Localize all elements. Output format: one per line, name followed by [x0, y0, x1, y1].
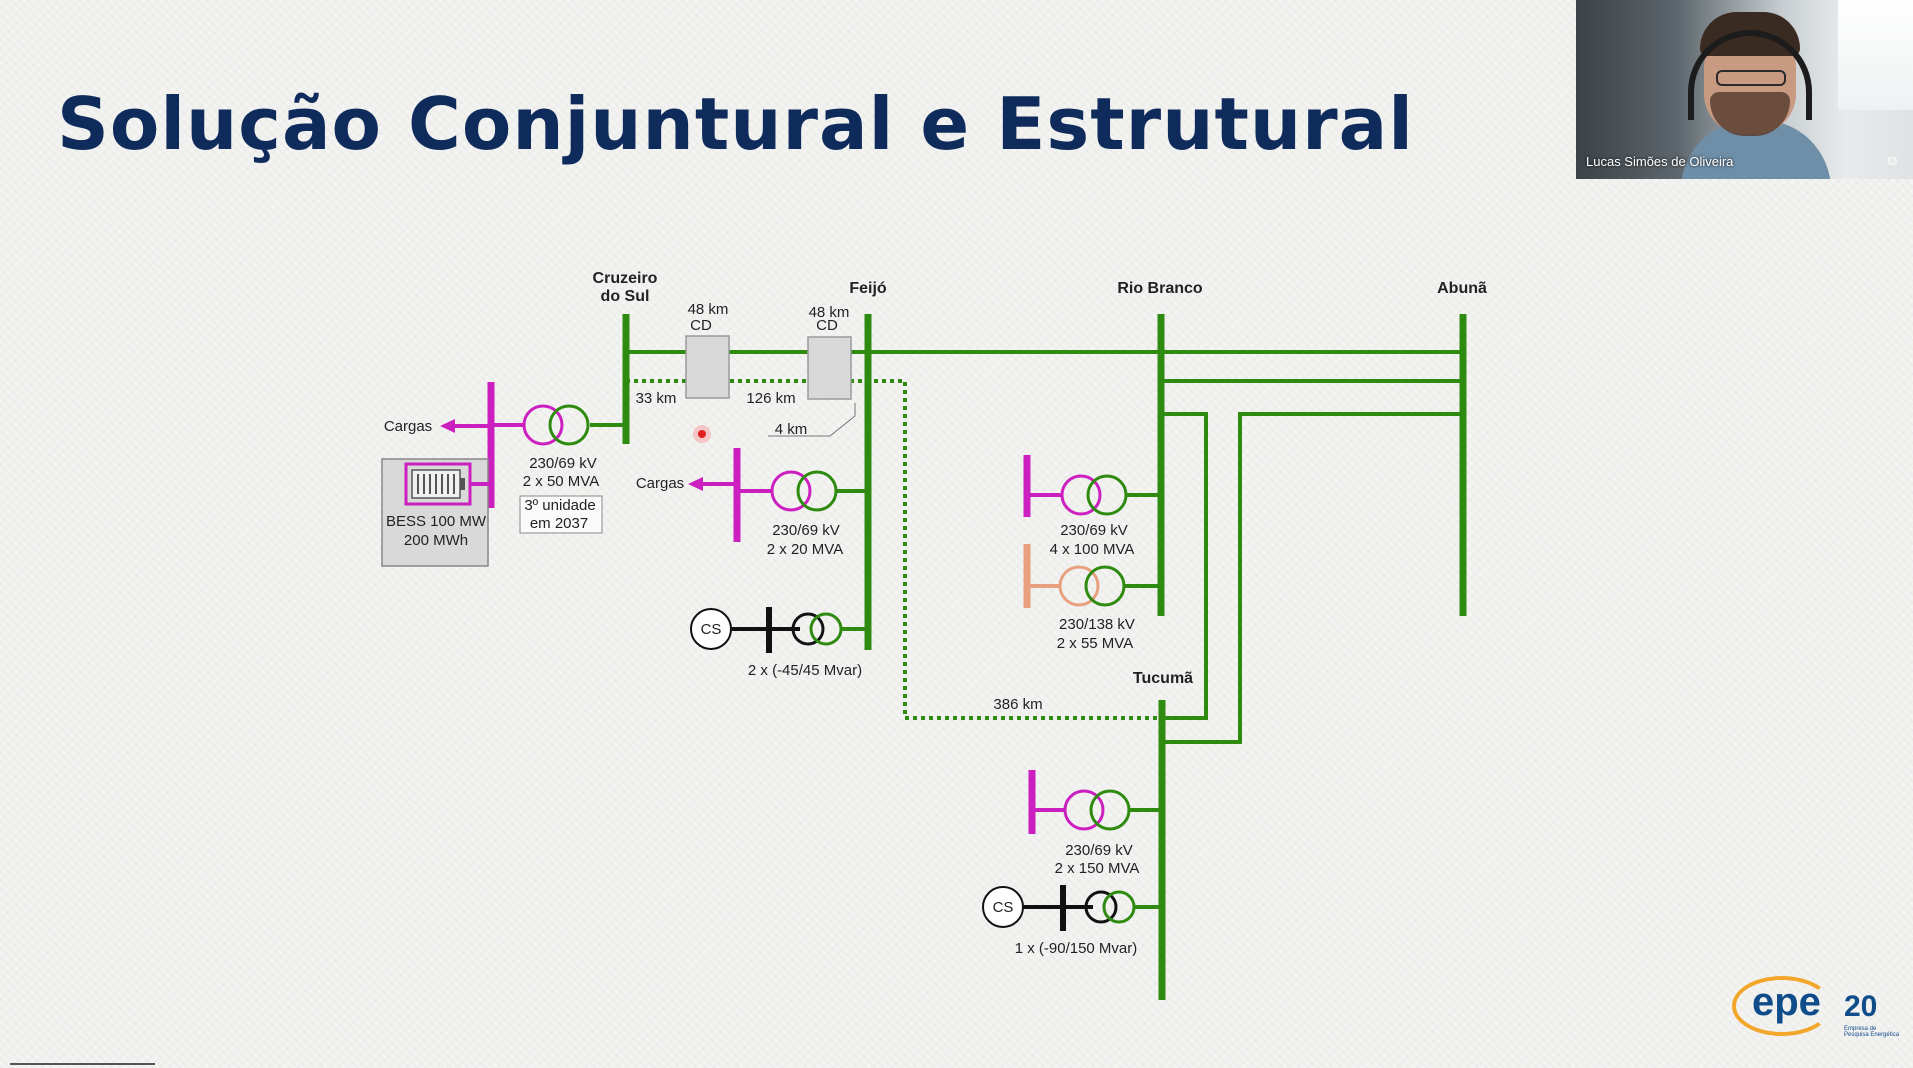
label-feijo-cs-rating: 2 x (-45/45 Mvar) [748, 662, 862, 679]
leader-4km [768, 403, 856, 437]
label-cruzeiro-line1: Cruzeiro [593, 270, 658, 287]
label-tucuma-tr-mva: 2 x 150 MVA [1055, 860, 1140, 877]
label-tucuma-tr-kv: 230/69 kV [1065, 842, 1133, 859]
feijo-load-arrow [688, 477, 735, 491]
feijo-compensator [690, 607, 866, 653]
slide-title: Solução Conjuntural e Estrutural [57, 82, 1414, 166]
logo-ring [1732, 976, 1832, 1036]
label-126km: 126 km [746, 390, 795, 407]
note-box [519, 495, 603, 534]
label-rb-tr2-mva: 2 x 55 MVA [1057, 635, 1133, 652]
feijo-transformer [740, 470, 866, 512]
logo-text: epe [1752, 980, 1821, 1024]
label-rb-tr2-kv: 230/138 kV [1059, 616, 1135, 633]
cruzeiro-transformer [492, 404, 624, 446]
line-riobranco-tucuma [1161, 412, 1208, 720]
label-feijo-tr-kv: 230/69 kV [772, 522, 840, 539]
epe-logo: epe 20 Empresa de Pesquisa Energética [1732, 972, 1902, 1042]
label-386km: 386 km [993, 696, 1042, 713]
label-cd2-km: 48 km [809, 304, 850, 321]
battery-icon [411, 469, 465, 499]
label-cd2: CD [816, 317, 838, 334]
participant-name: Lucas Simões de Oliveira [1586, 154, 1734, 169]
label-4km: 4 km [775, 421, 808, 438]
label-feijo-tr-mva: 2 x 20 MVA [767, 541, 843, 558]
background-window [1838, 0, 1913, 110]
label-abuna: Abunã [1437, 280, 1487, 297]
label-note-1: 3º unidade [524, 497, 595, 514]
label-rb-tr1-kv: 230/69 kV [1060, 522, 1128, 539]
camera-icon[interactable]: ⧉ [1887, 154, 1897, 169]
riobranco-transformer-138 [1023, 544, 1159, 608]
headset-icon [1688, 30, 1812, 120]
label-rb-tr1-mva: 4 x 100 MVA [1050, 541, 1135, 558]
label-feijo: Feijó [849, 280, 887, 297]
cd-box-1 [685, 335, 730, 399]
label-cargas-feijo: Cargas [636, 475, 684, 492]
label-bess-2: 200 MWh [404, 532, 468, 549]
riobranco-transformer-69 [1023, 455, 1159, 517]
webcam-thumbnail[interactable]: Lucas Simões de Oliveira ⧉ [1576, 0, 1913, 179]
label-note-2: em 2037 [530, 515, 588, 532]
line-abuna-tucuma [1162, 412, 1463, 744]
label-33km: 33 km [636, 390, 677, 407]
label-rio-branco: Rio Branco [1117, 280, 1203, 297]
label-cargas-cruzeiro: Cargas [384, 418, 432, 435]
label-cruzeiro-line2: do Sul [601, 288, 650, 305]
label-tucuma: Tucumã [1133, 670, 1193, 687]
label-cruzeiro-tr-mva: 2 x 50 MVA [523, 473, 599, 490]
cruzeiro-load-arrow [440, 419, 489, 433]
tucuma-transformer [1028, 770, 1160, 834]
label-bess-1: BESS 100 MW [386, 513, 487, 530]
cd-box-2 [807, 336, 852, 400]
label-cd1: CD [690, 317, 712, 334]
label-tucuma-cs-rating: 1 x (-90/150 Mvar) [1015, 940, 1138, 957]
label-cruzeiro-tr-kv: 230/69 kV [529, 455, 597, 472]
label-tucuma-cs: CS [993, 899, 1014, 916]
progress-line [10, 1063, 155, 1065]
label-cd1-km: 48 km [688, 301, 729, 318]
logo-subtitle: Empresa de Pesquisa Energética [1844, 1026, 1900, 1038]
logo-number: 20 [1844, 990, 1878, 1023]
tucuma-compensator [982, 885, 1160, 931]
label-feijo-cs: CS [701, 621, 722, 638]
laser-pointer [693, 425, 711, 443]
line-dotted-386km [626, 379, 1162, 720]
